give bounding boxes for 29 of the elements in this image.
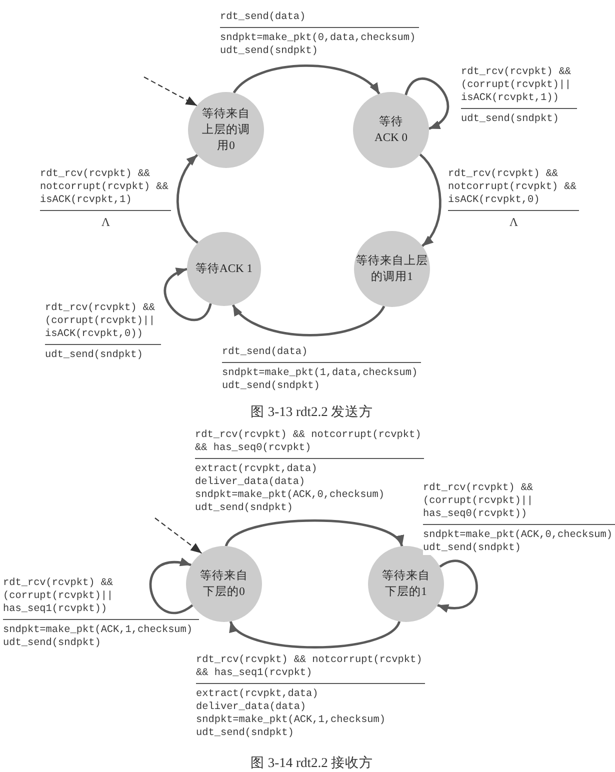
action-text: Λ: [101, 215, 110, 229]
edge-label: rdt_rcv(rcvpkt) && notcorrupt(rcvpkt) && isACK(rcvpkt,0): [448, 168, 580, 207]
loop-arrow: [404, 78, 449, 130]
figure-caption: 图 3-13 rdt2.2 发送方: [250, 403, 374, 421]
curved-arrow: [176, 154, 199, 244]
state-name: 等待ACK 1: [194, 262, 254, 277]
action-text: udt_send(sndpkt): [461, 112, 559, 126]
state-name: 等待来自上层的调用1: [356, 254, 428, 285]
loop-arrow: [149, 558, 194, 614]
dashed-arrow: [144, 76, 198, 106]
loop-arrow: [164, 268, 212, 322]
action-text: udt_send(sndpkt): [45, 349, 143, 362]
state-name: 等待来自下层的0: [200, 568, 248, 600]
action-text: Λ: [509, 215, 518, 229]
dashed-arrow: [154, 518, 202, 554]
state-name: 等待来自上层的调用0: [202, 106, 250, 154]
edge-label: rdt_send(data): [222, 346, 308, 358]
curved-arrow: [232, 304, 386, 336]
curved-arrow: [419, 154, 442, 247]
figure-caption: 图 3-14 rdt2.2 接收方: [250, 754, 374, 772]
state-name: 等待ACK 0: [374, 114, 408, 146]
edge-label: rdt_rcv(rcvpkt) && notcorrupt(rcvpkt) && isACK(rcvpkt,1): [40, 168, 172, 207]
curved-arrow: [230, 620, 400, 649]
curved-arrow: [232, 64, 380, 95]
curved-arrow: [225, 519, 404, 547]
state-circle: [186, 546, 262, 622]
state-name: 等待来自下层的1: [382, 568, 430, 600]
condition-text: rdt_send(data): [220, 10, 306, 24]
loop-arrow: [437, 560, 478, 612]
